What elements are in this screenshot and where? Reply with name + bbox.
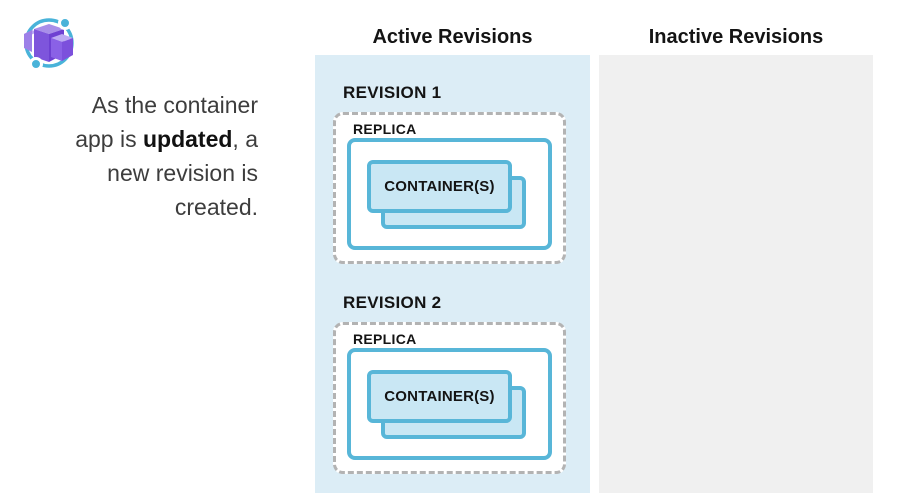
inactive-revisions-panel (599, 55, 873, 493)
container-cubes (24, 24, 73, 62)
intro-line-1: As the container (75, 88, 258, 122)
replica-box: CONTAINER(S) (347, 348, 552, 460)
revision-2-boundary: REPLICA CONTAINER(S) (333, 322, 566, 474)
container-label: CONTAINER(S) (384, 178, 495, 195)
replica-box: CONTAINER(S) (347, 138, 552, 250)
container-apps-icon (24, 16, 74, 71)
container-label: CONTAINER(S) (384, 388, 495, 405)
container-box-front: CONTAINER(S) (367, 160, 512, 213)
intro-line-2-pre: app is (75, 126, 143, 152)
intro-line-1-text: As the container (91, 92, 258, 118)
intro-line-2: app is updated, a (75, 122, 258, 156)
intro-line-4: created. (75, 190, 258, 224)
intro-line-3: new revision is (75, 156, 258, 190)
orbit-nodes (29, 16, 72, 71)
container-box-front: CONTAINER(S) (367, 370, 512, 423)
revision-1-boundary: REPLICA CONTAINER(S) (333, 112, 566, 264)
intro-text: As the container app is updated, a new r… (75, 88, 258, 224)
intro-line-2-post: , a (232, 126, 258, 152)
intro-line-3-text: new revision is (107, 160, 258, 186)
intro-line-4-text: created. (174, 194, 258, 220)
active-revisions-title: Active Revisions (372, 26, 533, 48)
replica-label: REPLICA (353, 121, 417, 137)
revision-2-label: REVISION 2 (343, 293, 442, 312)
inactive-revisions-title: Inactive Revisions (648, 26, 824, 48)
replica-label: REPLICA (353, 331, 417, 347)
active-revisions-panel: REVISION 1 REPLICA CONTAINER(S) REVISION… (315, 55, 590, 493)
revision-group-1: REVISION 1 REPLICA CONTAINER(S) (333, 83, 566, 264)
revision-1-label: REVISION 1 (343, 83, 442, 102)
revision-group-2: REVISION 2 REPLICA CONTAINER(S) (333, 293, 566, 474)
intro-line-2-bold: updated (142, 126, 233, 152)
